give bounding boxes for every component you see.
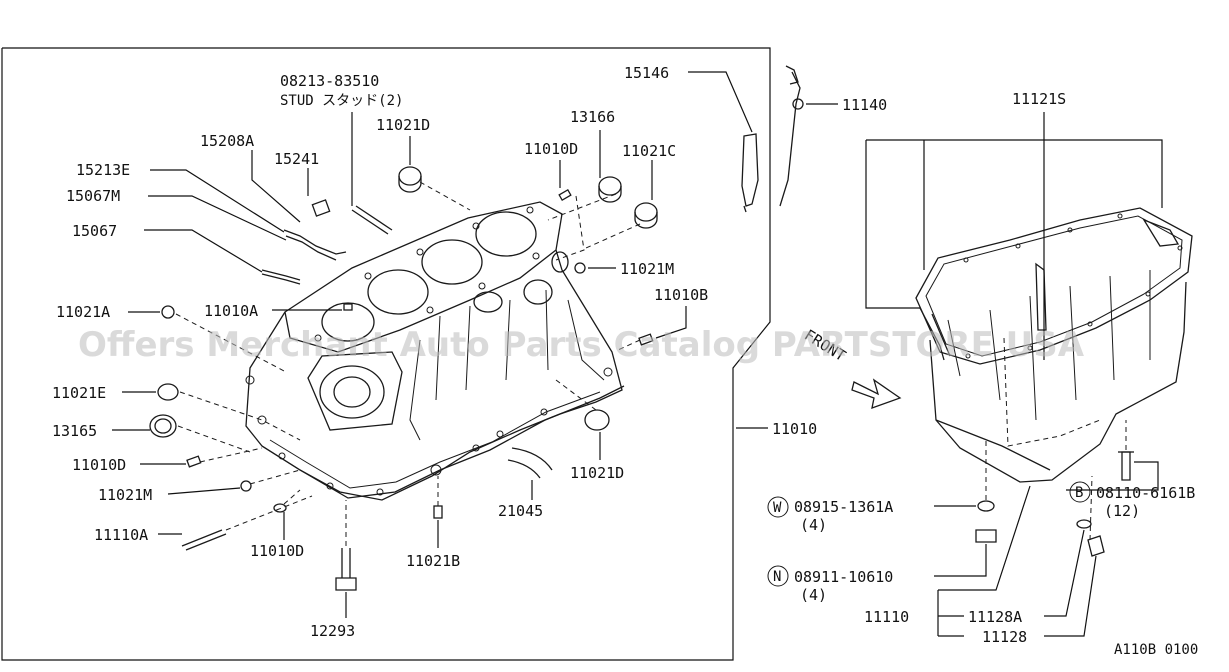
label-11110a: 11110A [94, 526, 148, 544]
label-11128: 11128 [982, 628, 1027, 646]
label-11010: 11010 [772, 420, 817, 438]
label-11021d-bottom: 11021D [570, 464, 624, 482]
oil-pan-drawing [915, 207, 1193, 557]
cylinder-block-drawing [245, 201, 625, 501]
label-08911-10610: 08911-10610 [794, 568, 893, 586]
label-08110-6161b: 08110-6161B [1096, 484, 1195, 502]
b-marker-circle [1069, 481, 1091, 503]
small-parts-drawings [149, 166, 658, 591]
part-labels: 08213-83510 STUD スタッド(2) 15146 11140 111… [52, 64, 1198, 658]
label-13166: 13166 [570, 108, 615, 126]
dipstick-drawings [741, 65, 804, 213]
b-quantity: (12) [1104, 502, 1140, 520]
assembly-dash-lines [175, 181, 1127, 546]
label-21045: 21045 [498, 502, 543, 520]
label-15146: 15146 [624, 64, 669, 82]
n-marker-circle [767, 565, 789, 587]
label-11021e: 11021E [52, 384, 106, 402]
label-08915-1361a: 08915-1361A [794, 498, 893, 516]
watermark-text: Offers Merchant Auto Parts Catalog PARTS… [78, 325, 1085, 365]
diagram-frame [1, 47, 771, 661]
stud-part-number: 08213-83510 [280, 72, 379, 90]
label-11140: 11140 [842, 96, 887, 114]
drawing-code: A110B 0100 [1114, 642, 1198, 658]
label-11010a: 11010A [204, 302, 258, 320]
w-marker: W [773, 500, 782, 516]
label-15067: 15067 [72, 222, 117, 240]
label-11110: 11110 [864, 608, 909, 626]
stud-description: STUD スタッド(2) [280, 93, 403, 109]
leader-lines [112, 71, 1163, 637]
n-marker: N [773, 569, 781, 585]
label-11021b: 11021B [406, 552, 460, 570]
label-11021a: 11021A [56, 303, 110, 321]
w-quantity: (4) [800, 516, 827, 534]
label-11010d-bottom: 11010D [250, 542, 304, 560]
label-15208a: 15208A [200, 132, 254, 150]
label-15213e: 15213E [76, 161, 130, 179]
label-15241: 15241 [274, 150, 319, 168]
w-marker-circle [767, 496, 789, 518]
label-15067m: 15067M [66, 187, 120, 205]
label-11010d-top: 11010D [524, 140, 578, 158]
label-11021d-top: 11021D [376, 116, 430, 134]
label-13165: 13165 [52, 422, 97, 440]
label-11121s: 11121S [1012, 90, 1066, 108]
label-11021m-left: 11021M [98, 486, 152, 504]
label-11021c: 11021C [622, 142, 676, 160]
label-12293: 12293 [310, 622, 355, 640]
label-11010b: 11010B [654, 286, 708, 304]
label-11128a: 11128A [968, 608, 1022, 626]
label-11021m-right: 11021M [620, 260, 674, 278]
n-quantity: (4) [800, 586, 827, 604]
b-marker: B [1075, 485, 1083, 501]
label-11010d-left: 11010D [72, 456, 126, 474]
